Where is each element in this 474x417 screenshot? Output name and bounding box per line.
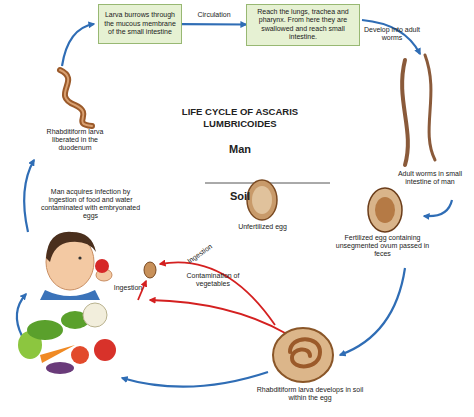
man-hair (46, 232, 96, 262)
vegetable (71, 346, 89, 364)
diagram-title: LIFE CYCLE OF ASCARIS LUMBRICOIDES (165, 106, 315, 130)
stage-caption: Adult worms in small intestine of man (390, 170, 470, 186)
stage-caption: Fertilized egg containing unsegmented ov… (335, 234, 430, 258)
connectors (182, 24, 246, 25)
stage-caption: Develop into adult worms (362, 26, 422, 42)
adult-worm (425, 55, 435, 160)
cycle-arrow (340, 268, 405, 355)
cycle-arrow (122, 372, 268, 387)
zone-label: Soil (215, 190, 265, 203)
zone-label: Man (215, 143, 265, 156)
edge-label: Circulation (184, 11, 244, 19)
stage-caption: Rhabditiform larva develops in soil with… (250, 386, 370, 402)
stage-caption: Unfertilized egg (235, 223, 290, 231)
ingested-egg (144, 262, 156, 278)
box-text: Reach the lungs, trachea and pharynx. Fr… (250, 8, 356, 42)
ovum (375, 197, 395, 223)
man-eye (78, 256, 81, 259)
larva-drawing (60, 70, 92, 126)
vegetable (27, 320, 63, 340)
process-box: Larva burrows through the mucous membran… (98, 4, 182, 44)
cycle-arrow (424, 200, 452, 216)
flow-arrow (182, 23, 246, 26)
cycle-arrow (62, 24, 94, 66)
box-text: Larva burrows through the mucous membran… (102, 11, 178, 36)
process-box: Reach the lungs, trachea and pharynx. Fr… (246, 4, 360, 46)
stage-caption: Man acquires infection by ingestion of f… (38, 188, 143, 220)
fruit (95, 259, 109, 273)
adult-worm (402, 60, 408, 165)
ingestion-arrow (150, 300, 285, 333)
larva-drawing (60, 70, 92, 126)
embryonated-egg (273, 328, 333, 382)
cycle-arrow (17, 294, 26, 336)
stage-caption: Rhabditiform larva liberated in the duod… (35, 128, 115, 152)
stage-caption: Contamination of vegetables (178, 272, 248, 288)
unfertilized-egg (247, 180, 277, 220)
fertilized-egg (368, 188, 402, 232)
vegetable (46, 362, 74, 374)
coiled-larva (290, 339, 320, 366)
ingestion-arrow (160, 262, 275, 325)
vegetable (83, 303, 107, 327)
vegetable (40, 345, 75, 363)
egg-content (252, 186, 272, 214)
stage-caption: Ingestion (108, 284, 148, 292)
vegetable (94, 339, 116, 361)
man-shirt (40, 290, 100, 300)
cycle-arrow (24, 160, 34, 232)
